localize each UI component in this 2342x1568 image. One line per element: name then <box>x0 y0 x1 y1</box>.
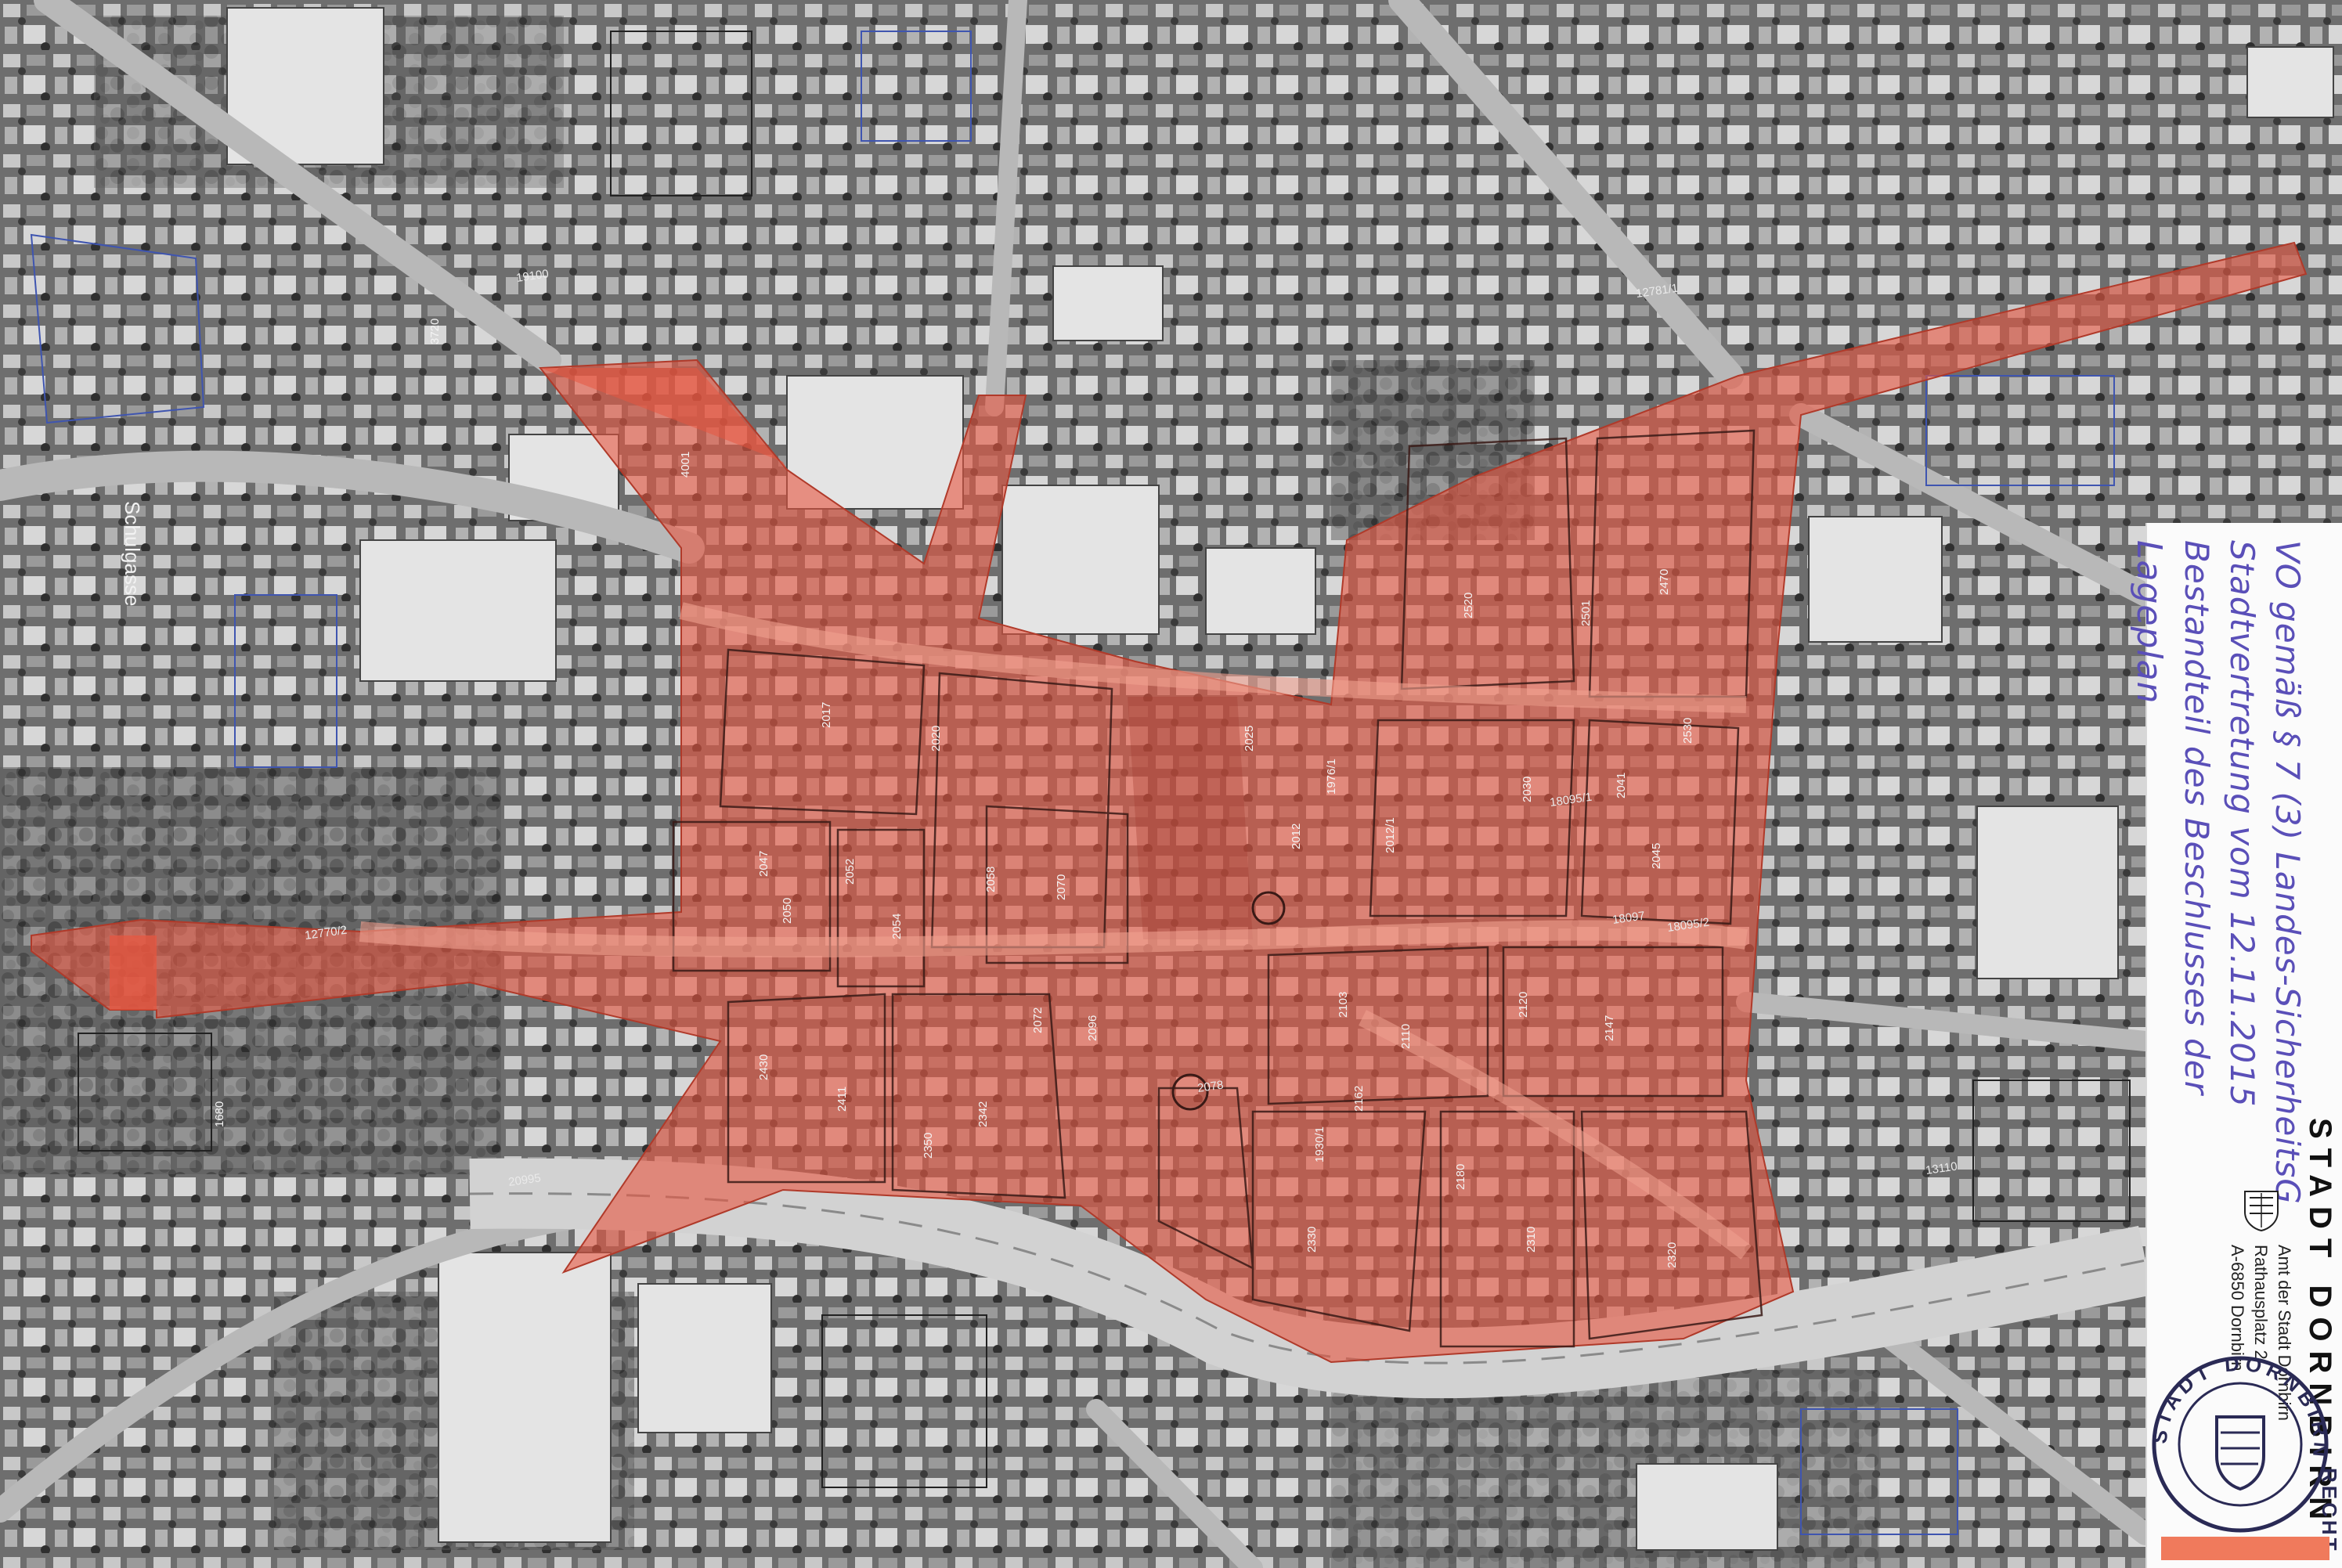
parcel-number: 2162 <box>1352 1086 1366 1112</box>
parcel-number: 2180 <box>1454 1164 1467 1190</box>
svg-text:STADT DORNBIRN: STADT DORNBIRN <box>2147 1351 2333 1462</box>
official-stamp-icon: STADT DORNBIRN <box>2147 1351 2333 1533</box>
cadastral-lines <box>30 31 2131 1535</box>
parcel-number: 2520 <box>1462 593 1475 618</box>
parcel-number: 2052 <box>843 859 857 885</box>
parcel-number: 2058 <box>984 867 998 892</box>
parcel-number: 2310 <box>1525 1227 1538 1253</box>
annotation-line-4: VO gemäß § 7 (3) Landes-SicherheitsG <box>2268 540 2307 1205</box>
highlighted-zone[interactable] <box>31 241 2308 1364</box>
parcel-number: 2012/1 <box>1384 817 1397 853</box>
coat-of-arms-icon <box>2244 1191 2279 1232</box>
parcel-number: 2430 <box>757 1054 770 1080</box>
parcel-number: 2017 <box>820 702 833 728</box>
parcel-number: 1930/1 <box>1313 1126 1326 1162</box>
parcel-number: 2147 <box>1603 1015 1616 1041</box>
parcel-number: 2411 <box>835 1087 849 1112</box>
issuer-address-line-2: Rathausplatz 2 <box>2251 1245 2271 1360</box>
road-number: 13110 <box>1925 1159 1958 1177</box>
parcel-number: 2012 <box>1290 824 1303 849</box>
parcel-number: 1680 <box>213 1101 226 1127</box>
parcel-number: 2054 <box>890 914 904 939</box>
parcel-number: 2350 <box>922 1133 935 1159</box>
parcel-number: 2045 <box>1650 843 1663 869</box>
stamp-ring-text: STADT DORNBIRN <box>2147 1351 2328 1462</box>
parcel-number: 2120 <box>1517 992 1530 1018</box>
road-number: 18097 <box>1611 909 1646 927</box>
parcel-number: 2020 <box>929 726 943 752</box>
annotation-line-2: Bestandteil des Beschlusses der <box>2178 540 2216 1095</box>
parcel-number: 2025 <box>1243 726 1256 752</box>
parcel-number: 2041 <box>1615 773 1628 798</box>
parcel-number: 3720 <box>428 319 442 344</box>
road-number: 20995 <box>507 1171 542 1189</box>
parcel-number: 4001 <box>679 452 692 478</box>
parcel-number: 2470 <box>1658 569 1671 595</box>
parcel-number: 2330 <box>1305 1227 1319 1253</box>
parcel-number: 2103 <box>1337 992 1350 1018</box>
parcel-number: 2047 <box>757 851 770 877</box>
parcel-number-labels: 4001 3720 1680 1930/1 1976/1 2012 2012/1 2017 20… <box>213 319 1694 1268</box>
parcel-number: 1976/1 <box>1325 759 1338 795</box>
road-number: 2078 <box>1196 1078 1224 1094</box>
annotation-title: Lageplan <box>2129 540 2169 705</box>
highlight-color-swatch <box>2161 1537 2329 1560</box>
parcel-number: 2070 <box>1055 874 1068 900</box>
parcel-number: 2342 <box>976 1101 990 1127</box>
parcel-number: 2050 <box>781 898 794 924</box>
parcel-number: 2530 <box>1681 718 1694 744</box>
parcel-number: 2501 <box>1579 600 1593 626</box>
road-number: 19100 <box>515 267 550 285</box>
street-name-label: Schulgasse <box>121 501 144 606</box>
parcel-number: 2096 <box>1086 1015 1099 1041</box>
parcel-number: 2110 <box>1399 1024 1413 1049</box>
parcel-number: 2030 <box>1521 777 1534 802</box>
parcel-number: 2320 <box>1665 1242 1679 1268</box>
annotation-line-3: Stadtvertretung vom 12.11.2015 <box>2223 540 2261 1108</box>
parcel-number: 2072 <box>1031 1007 1045 1033</box>
